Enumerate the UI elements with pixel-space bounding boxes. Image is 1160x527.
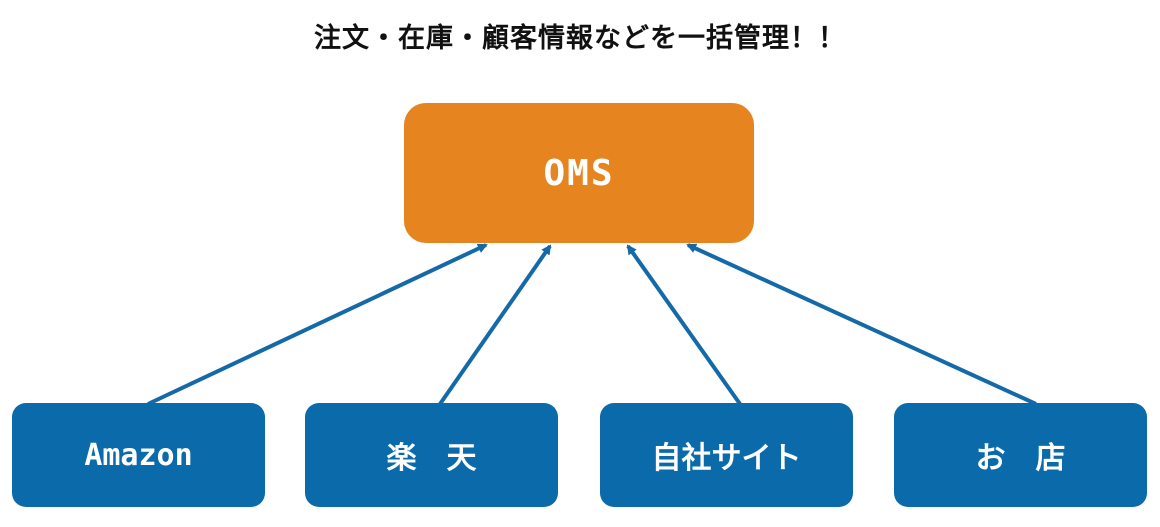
- diagram-title: 注文・在庫・顧客情報などを一括管理！！: [314, 23, 846, 54]
- source-label-own-site: 自社サイト: [651, 441, 802, 476]
- arrow-amazon-to-oms: [147, 243, 488, 406]
- source-box-own-site: 自社サイト: [600, 403, 853, 507]
- source-box-rakuten: 楽 天: [305, 403, 558, 507]
- source-label-store: お 店: [975, 441, 1066, 476]
- oms-hub-label: OMS: [543, 152, 615, 194]
- source-label-rakuten: 楽 天: [386, 441, 477, 476]
- source-label-amazon: Amazon: [84, 437, 193, 473]
- oms-hub-box: OMS: [404, 103, 754, 243]
- arrow-store-to-oms: [686, 243, 1037, 406]
- arrow-own-site-to-oms: [626, 244, 742, 406]
- arrow-rakuten-to-oms: [438, 244, 552, 406]
- source-box-amazon: Amazon: [12, 403, 265, 507]
- source-box-store: お 店: [894, 403, 1147, 507]
